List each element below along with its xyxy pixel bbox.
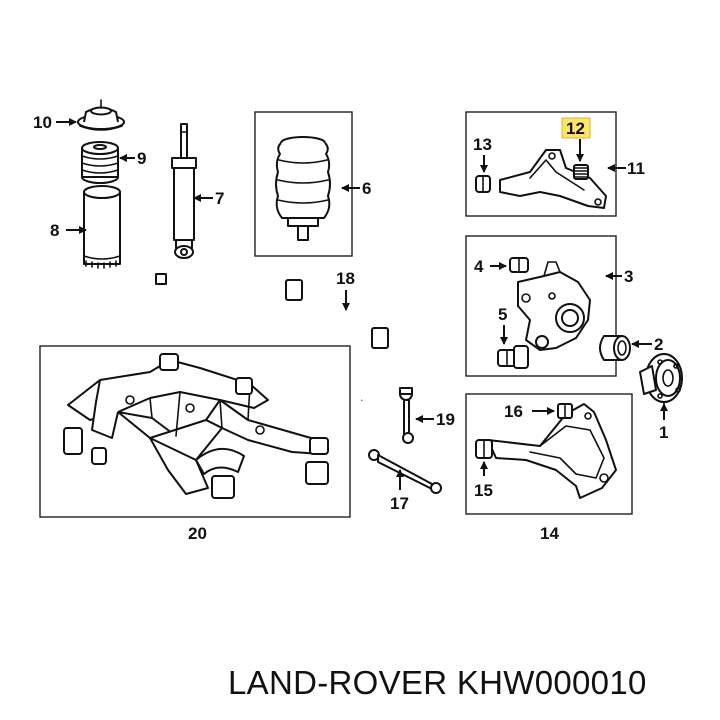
callout-4: 4 <box>474 257 484 276</box>
callout-5: 5 <box>498 305 507 324</box>
knuckle-bushing-5 <box>497 345 529 369</box>
callout-12: 12 <box>566 119 585 138</box>
callout-1: 1 <box>659 423 668 442</box>
callout-6: 6 <box>362 179 371 198</box>
dust-boot <box>83 185 121 269</box>
lower-arm-bushing-15 <box>475 439 493 459</box>
knuckle-bushing-4 <box>509 257 529 273</box>
lower-arm-bushing-16 <box>557 403 573 419</box>
lateral-link <box>368 449 442 494</box>
shock-absorber <box>171 123 197 259</box>
air-spring <box>275 136 331 241</box>
callout-11: 11 <box>627 159 645 178</box>
callout-10: 10 <box>33 113 52 132</box>
callout-18: 18 <box>336 269 355 288</box>
lower-arm-frame <box>465 393 633 515</box>
part-number-caption: LAND-ROVER KHW000010 <box>228 664 647 701</box>
knuckle-frame <box>465 235 617 377</box>
callout-16: 16 <box>504 402 523 421</box>
callout-2: 2 <box>654 335 663 354</box>
callout-3: 3 <box>624 267 633 286</box>
rear-knuckle <box>517 261 591 351</box>
upper-arm-frame <box>465 111 617 217</box>
callout-13: 13 <box>473 135 492 154</box>
stabilizer-end-link <box>399 387 414 444</box>
upper-arm-bushing-12 <box>573 164 589 180</box>
callout-19: 19 <box>436 410 455 429</box>
callout-17: 17 <box>390 494 409 513</box>
callout-15: 15 <box>474 481 493 500</box>
wheel-hub <box>639 353 683 411</box>
upper-arm-bushing-13 <box>475 175 491 193</box>
callout-8: 8 <box>50 221 59 240</box>
bump-stop <box>81 141 119 184</box>
callout-12-highlight <box>561 117 591 139</box>
upper-control-arm <box>499 149 607 209</box>
subframe-frame <box>39 345 351 518</box>
callout-7: 7 <box>215 189 224 208</box>
wheel-bearing <box>599 335 631 361</box>
callout-9: 9 <box>137 149 146 168</box>
air-spring-frame <box>254 111 353 257</box>
rear-subframe <box>63 353 329 499</box>
callout-20: 20 <box>188 524 207 543</box>
strut-top-mount <box>77 99 125 131</box>
callout-14: 14 <box>540 524 559 543</box>
stabilizer-bar <box>155 273 410 401</box>
